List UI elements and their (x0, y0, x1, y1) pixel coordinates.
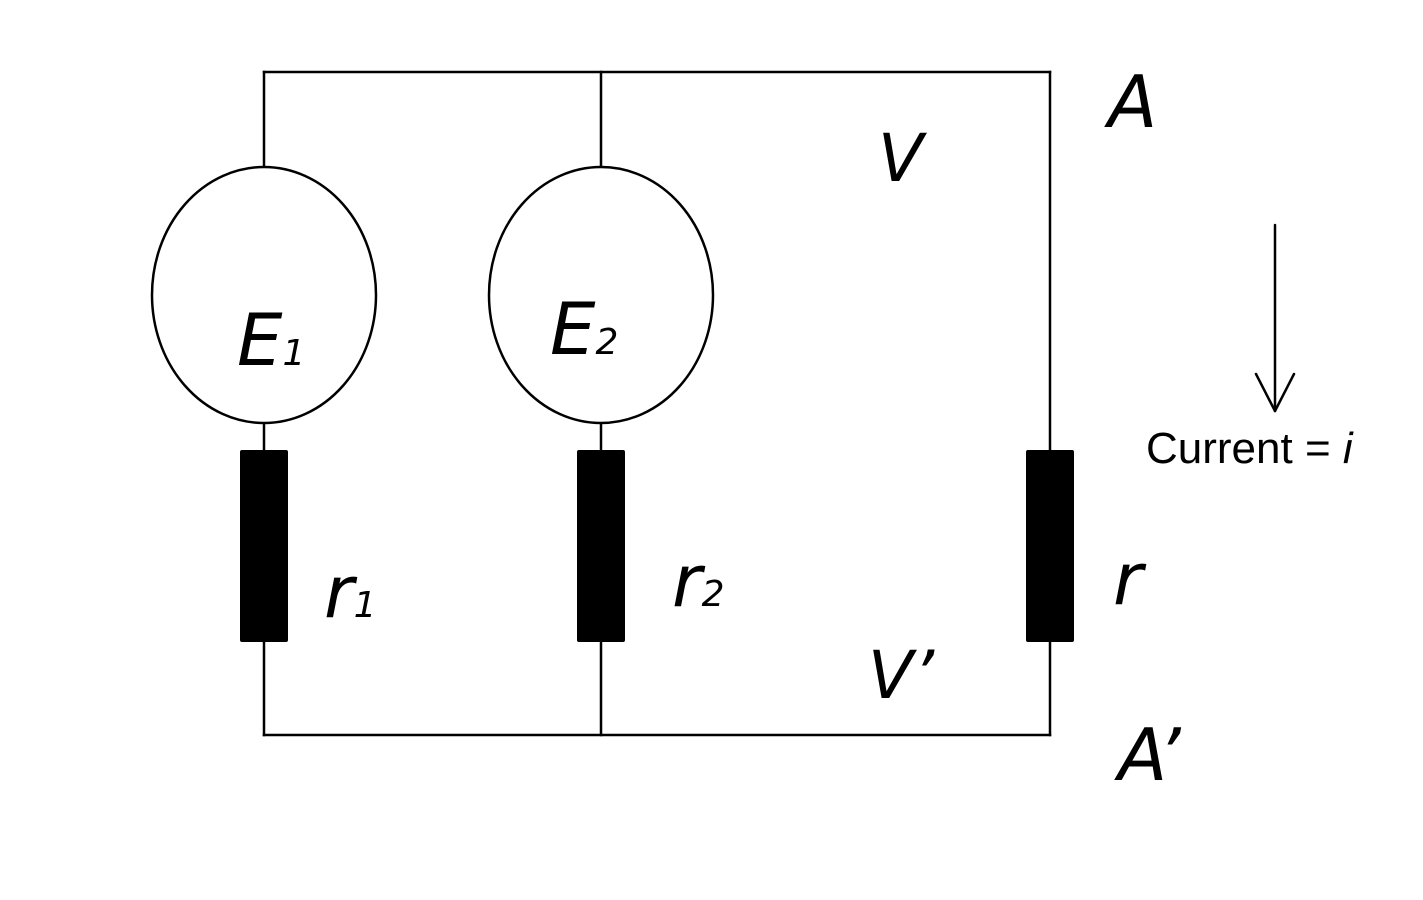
load-resistor-label: r (1113, 537, 1147, 621)
current-arrow (1254, 223, 1296, 413)
resistor-subscript-1: 1 (354, 585, 377, 626)
potential-v-prime-label: V’ (868, 637, 935, 714)
internal-resistor-1 (240, 450, 288, 642)
emf-subscript-2: 2 (596, 322, 619, 363)
emf-subscript-1: 1 (283, 333, 306, 374)
internal-resistor-label-2: r2 (672, 539, 725, 623)
wires (262, 70, 1052, 737)
current-label-prefix: Current = (1146, 424, 1343, 473)
emf-source-1 (150, 165, 378, 425)
emf-symbol-1: E (237, 298, 283, 382)
current-arrow-head (1254, 372, 1296, 413)
emf-symbol-2: E (550, 287, 596, 371)
internal-resistor-2 (577, 450, 625, 642)
node-a-label: A (1104, 60, 1157, 144)
potential-v-label: V (878, 120, 927, 197)
load-resistor (1026, 450, 1074, 642)
emf-label-1: E1 (237, 298, 305, 382)
current-label: Current = i (1146, 424, 1354, 473)
resistor-subscript-2: 2 (702, 574, 725, 615)
emf-label-2: E2 (550, 287, 618, 371)
resistor-symbol-1: r (324, 550, 358, 634)
emf-source-2 (487, 165, 715, 425)
resistor-symbol-2: r (672, 539, 706, 623)
current-symbol: i (1343, 424, 1354, 473)
internal-resistor-label-1: r1 (324, 550, 377, 634)
node-a-prime-label: A’ (1114, 713, 1182, 797)
